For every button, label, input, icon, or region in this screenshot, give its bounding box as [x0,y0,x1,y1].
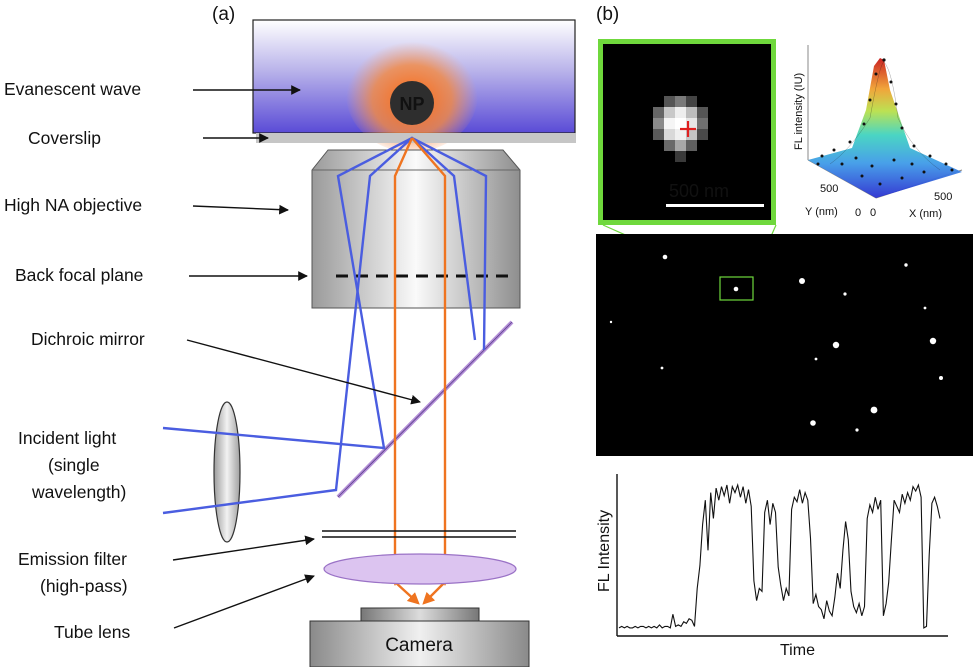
scale-bar [666,204,764,207]
plot3d-y-label: Y (nm) [805,206,838,218]
inset-region-box [719,276,754,301]
plot3d-y-tick-zero: 0 [855,207,861,219]
camera-label: Camera [385,635,453,656]
emission-rays [393,137,447,605]
incident-lens [213,401,241,543]
camera-body [309,620,530,667]
nanoparticle [390,81,434,125]
label-coverslip: Coverslip [28,128,101,148]
coverslip [256,133,576,143]
plot3d-x-tick-top: 500 [934,191,952,203]
gaussian-surface [808,58,962,198]
trace-y-label: FL Intensity [596,510,613,592]
label-emission-filter-1: Emission filter [18,549,127,569]
label-tube-lens: Tube lens [54,622,130,642]
label-incident-light-2: (single [48,455,100,475]
nanoparticle-label: NP [399,94,424,114]
fluorescent-spots [609,254,943,432]
label-objective: High NA objective [4,195,142,215]
trace-x-label: Time [780,642,815,659]
time-trace-chart: FL Intensity Time [596,474,948,659]
panel-b-label: (b) [596,4,619,25]
label-incident-light-3: wavelength) [31,482,126,502]
plot3d-z-label: FL intensity (IU) [793,73,805,150]
panel-a-label: (a) [212,4,235,25]
trace-series-line [618,483,941,629]
inset-psf-pixels [653,96,708,162]
scale-bar-label: 500 nm [669,181,729,201]
label-incident-light-1: Incident light [18,428,116,448]
label-evanescent-wave: Evanescent wave [4,79,141,99]
label-emission-filter-2: (high-pass) [40,576,128,596]
tube-lens [323,553,517,585]
gaussian-3d-plot: FL intensity (IU) 500 0 0 500 Y (nm) X (… [793,45,963,220]
plot3d-x-tick-zero: 0 [870,207,876,219]
label-back-focal-plane: Back focal plane [15,265,143,285]
excitation-rays [162,136,488,515]
tirf-image [596,234,973,456]
plot3d-x-label: X (nm) [909,208,942,220]
label-dichroic-mirror: Dichroic mirror [31,329,145,349]
centroid-marker [680,121,696,137]
plot3d-y-tick-top: 500 [820,183,838,195]
camera-sensor [360,607,480,622]
